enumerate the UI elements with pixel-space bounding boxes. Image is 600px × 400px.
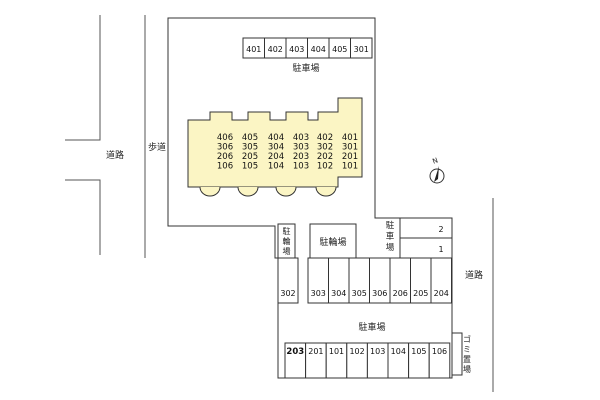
balcony-arc [275,186,297,197]
parking-bottom-space-number: 203 [286,347,304,357]
building-unit-number: 106 [217,162,233,172]
building-unit-number: 101 [342,162,358,172]
building-unit-number: 302 [317,143,333,153]
parking-right-space [399,217,453,239]
building-unit-number: 202 [317,152,333,162]
left-road [65,15,146,258]
apartment-building: 4063062061064053052051054043042041044033… [187,97,363,197]
building-unit-number: 104 [268,162,284,172]
balcony-arc [315,186,337,197]
parking-bottom-space-number: 105 [411,347,426,356]
parking-top-space-number: 402 [268,45,283,54]
parking-right-label: 駐車場 [386,220,395,253]
building-unit-number: 306 [217,143,233,153]
garbage-label-char: ゴ [463,334,471,344]
parking-right-label-char: 駐 [386,220,395,231]
road-right-label: 道路 [465,269,483,281]
building-unit-number: 103 [293,162,309,172]
parking-top-space-number: 404 [311,45,326,54]
parking-bottom-space-number: 104 [391,347,406,356]
parking-row-space-number: 204 [434,289,449,298]
parking-top-space [350,37,373,59]
bike-parking-small-label-char: 駐 [283,226,291,236]
sidewalk-label: 歩道 [148,141,166,153]
parking-right: 21 [399,217,453,259]
parking-bottom-label: 駐車場 [358,321,385,333]
building-unit-number: 405 [242,133,258,143]
building-unit-number: 403 [293,133,309,143]
building-unit-number: 201 [342,152,358,162]
parking-row-space [277,257,299,304]
parking-bottom-space-number: 106 [432,347,447,356]
road-left-label: 道路 [106,149,124,161]
parking-bottom-space-number: 103 [370,347,385,356]
bike-parking-label: 駐輪場 [319,236,346,248]
garbage-label-char: 場 [463,364,471,374]
parking-row-space-number: 306 [372,289,387,298]
building-units: 4063062061064053052051054043042041044033… [217,133,358,172]
north-arrow-letter: N [431,156,439,165]
garbage-box [451,332,463,376]
building-unit-number: 301 [342,143,358,153]
building-unit-number: 305 [242,143,258,153]
bike-parking-small-label-char: 輪 [283,236,291,246]
north-arrow-pointer [434,166,439,182]
building-unit-number: 205 [242,152,258,162]
parking-top-space-number: 301 [354,45,369,54]
building-unit-number: 404 [268,133,284,143]
parking-right-label-char: 場 [386,242,395,253]
bike-parking-box [309,223,357,259]
garbage-label-char: 置 [463,355,471,364]
balcony-arc [199,186,221,197]
building-unit-number: 406 [217,133,233,143]
parking-right-space-number: 2 [438,225,443,234]
building-unit-number: 304 [268,143,284,153]
bike-parking-small-label: 駐輪場 [283,226,291,256]
building-unit-number: 402 [317,133,333,143]
parking-row-space-number: 304 [331,289,346,298]
bike-parking-small-label-char: 場 [283,246,291,256]
north-arrow: N [429,156,445,184]
parking-top-space-number: 403 [289,45,304,54]
parking-bottom-space-number: 201 [308,347,323,356]
building-unit-number: 206 [217,152,233,162]
building-outline [187,97,363,188]
parking-row-space-number: 305 [352,289,367,298]
building-unit-number: 102 [317,162,333,172]
building-balconies [199,186,337,197]
parking-top-space-number: 405 [332,45,347,54]
parking-row-space [430,257,452,304]
parking-bottom: 203 201 101 102 103 104 105 106 [284,342,451,379]
road-edge-outer [65,15,101,141]
building-unit-number: 401 [342,133,358,143]
parking-top: 401 402 403 404 405 301 [242,37,373,59]
parking-right-label-char: 車 [386,231,395,242]
parking-top-label: 駐車場 [292,62,319,74]
parking-row-space-number: 302 [280,289,295,298]
building-unit-number: 105 [242,162,258,172]
garbage-label-char: ミ [463,345,471,354]
parking-right-space [399,237,453,259]
parking-row: 302 303 304 305 306 206 205 204 [277,257,452,304]
building-unit-number: 303 [293,143,309,153]
building-unit-number: 203 [293,152,309,162]
building-unit-number: 204 [268,152,284,162]
parking-bottom-space-number: 101 [329,347,344,356]
parking-bottom-space-number: 102 [349,347,364,356]
parking-top-space-number: 401 [246,45,261,54]
parking-row-space-number: 303 [311,289,326,298]
parking-row-space-number: 205 [413,289,428,298]
parking-right-space-number: 1 [438,245,443,254]
road-edge-outer-lower [65,179,101,255]
parking-row-space-number: 206 [393,289,408,298]
balcony-arc [237,186,259,197]
parking-bottom-space [428,342,451,379]
